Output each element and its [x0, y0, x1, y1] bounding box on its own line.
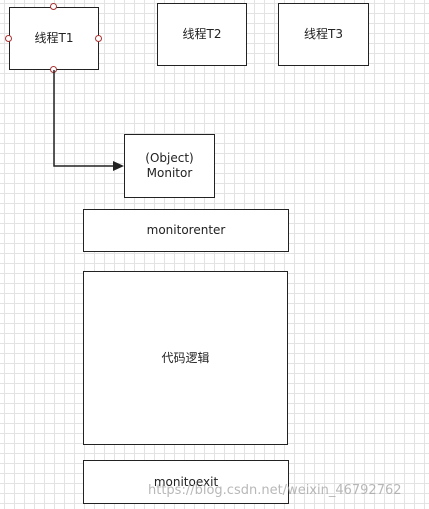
thread-t2-node[interactable]: 线程T2 [157, 3, 247, 66]
code-logic-label: 代码逻辑 [161, 350, 210, 365]
selection-handle-right[interactable] [95, 35, 102, 42]
code-logic-node[interactable]: 代码逻辑 [83, 271, 288, 445]
thread-t2-label: 线程T2 [182, 27, 222, 41]
monitorexit-node[interactable]: monitoexit [83, 460, 289, 504]
thread-t3-label: 线程T3 [304, 27, 343, 41]
selection-handle-bottom[interactable] [50, 66, 57, 73]
thread-t1-label: 线程T1 [34, 31, 74, 45]
monitor-label: (Object) Monitor [145, 151, 194, 180]
selection-handle-top[interactable] [50, 3, 57, 10]
arrowhead-icon [113, 161, 124, 171]
monitor-node[interactable]: (Object) Monitor [124, 134, 215, 198]
thread-t1-node[interactable]: 线程T1 [9, 7, 99, 70]
monitorexit-label: monitoexit [153, 474, 219, 489]
selection-handle-left[interactable] [5, 35, 12, 42]
watermark-text: https://blog.csdn.net/weixin_46792762 [148, 483, 402, 498]
monitorenter-node[interactable]: monitorenter [83, 209, 289, 252]
monitorenter-label: monitorenter [146, 223, 226, 237]
connector-line [53, 70, 114, 167]
thread-t3-node[interactable]: 线程T3 [278, 3, 369, 66]
